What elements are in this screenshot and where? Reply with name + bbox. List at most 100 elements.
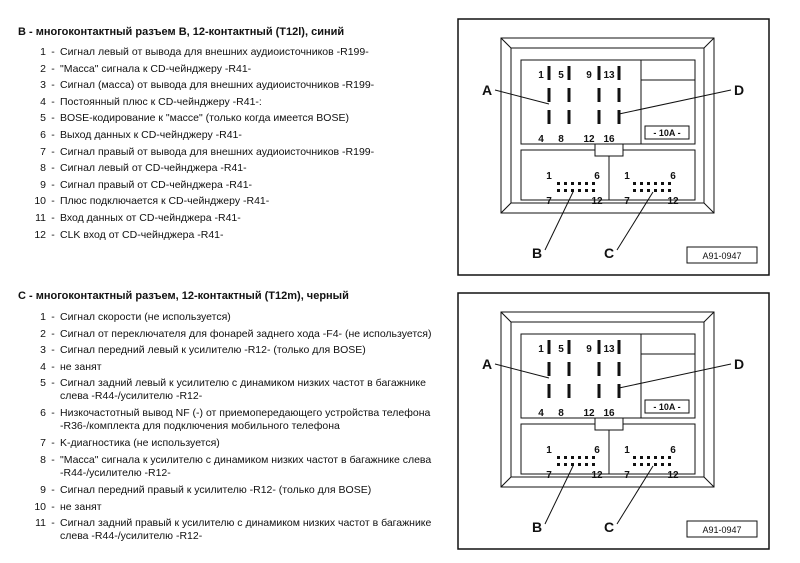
pin-slot: [567, 384, 571, 398]
pin-dash: -: [51, 327, 55, 340]
pin-number-bottom: 8: [558, 134, 564, 145]
fuse-box: [644, 399, 690, 414]
sub-pin-number: 6: [670, 445, 676, 456]
connector-inner-wall: [510, 47, 705, 204]
housing-corner-line: [703, 476, 715, 488]
pin-slot: [597, 362, 601, 376]
pin-slot: [617, 362, 621, 376]
pin-slot: [547, 340, 551, 354]
pin-dash: -: [51, 95, 55, 108]
pin-number-bottom: 16: [603, 134, 615, 145]
pin-item: 10-не занят: [0, 499, 431, 516]
pin-number: 11: [35, 517, 46, 530]
pin-number: 5: [40, 377, 46, 390]
pin-slot: [597, 66, 601, 80]
pin-dash: -: [51, 360, 55, 373]
pin-item: 3-Сигнал передний левый к усилителю -R12…: [0, 342, 431, 359]
pin-dash: -: [51, 311, 55, 323]
sub-pin: [633, 189, 636, 192]
pin-description: не занят: [60, 500, 102, 513]
pin-description: "Масса" сигнала к CD-чейнджеру -R41-: [60, 62, 252, 75]
pin-number: 11: [35, 211, 46, 224]
pin-dash: -: [51, 500, 55, 513]
section-c-pin-list: 1-Сигнал скорости (не используется) 2-Си…: [0, 309, 431, 545]
pin-item: 6-Низкочастотный вывод NF (-) от приемоп…: [0, 405, 431, 435]
sub-pin: [654, 456, 657, 459]
pin-number-bottom: 8: [558, 408, 564, 419]
pin-description: Сигнал левый от вывода для внешних аудио…: [60, 46, 369, 58]
pin-item: 2-"Масса" сигнала к CD-чейнджеру -R41-: [0, 61, 374, 78]
pin-slot: [617, 88, 621, 102]
fuse-label: - 10A -: [653, 402, 680, 412]
pin-number-top: 13: [603, 344, 615, 355]
figure-id-box: [686, 246, 758, 264]
figure-id-box: [686, 520, 758, 538]
pin-description: Сигнал передний правый к усилителю -R12-…: [60, 483, 372, 496]
leader-line-b: [544, 465, 574, 525]
pin-dash: -: [51, 112, 55, 125]
section-b-title: B - многоконтактный разъем B, 12-контакт…: [18, 26, 345, 38]
pin-item: 9-Сигнал передний правый к усилителю -R1…: [0, 482, 431, 499]
sub-pin: [585, 182, 588, 185]
sub-pin-number: 12: [591, 196, 603, 207]
pin-number-bottom: 16: [603, 408, 615, 419]
callout-label-c: C: [604, 245, 614, 261]
sub-pin-number: 12: [667, 196, 679, 207]
pin-number: 10: [34, 195, 46, 208]
sub-pin: [578, 463, 581, 466]
pin-slot: [567, 88, 571, 102]
sub-pin: [592, 182, 595, 185]
pin-number: 6: [40, 128, 46, 141]
sub-pin: [633, 182, 636, 185]
callout-label-b: B: [532, 245, 542, 261]
pin-description: Вход данных от CD-чейнджера -R41-: [60, 211, 241, 224]
sub-pin: [585, 463, 588, 466]
pin-number: 5: [40, 112, 46, 125]
leader-line-c: [616, 465, 654, 525]
sub-pin: [557, 182, 560, 185]
connector-inner-wall: [510, 321, 705, 478]
pin-item: 1-Сигнал левый от вывода для внешних ауд…: [0, 44, 374, 61]
sub-pin: [668, 189, 671, 192]
pin-slot: [547, 110, 551, 124]
sub-pin: [668, 463, 671, 466]
sub-pin-number: 7: [624, 470, 630, 481]
sub-pin: [564, 182, 567, 185]
sub-pin: [557, 463, 560, 466]
figure-id: A91-0947: [702, 525, 741, 535]
sub-pin-number: 1: [624, 171, 630, 182]
pin-item: 10-Плюс подключается к CD-чейнджеру -R41…: [0, 193, 374, 210]
pin-number-top: 5: [558, 344, 564, 355]
sub-pin: [557, 189, 560, 192]
pin-description: не занят: [60, 360, 102, 373]
latch-tab: [594, 143, 624, 157]
pin-description: Сигнал задний правый к усилителю с динам…: [60, 517, 432, 543]
sub-pin-number: 12: [667, 470, 679, 481]
pin-dash: -: [51, 128, 55, 141]
pin-dash: -: [51, 178, 55, 191]
leader-line-c: [616, 191, 654, 251]
pin-item: 11-Вход данных от CD-чейнджера -R41-: [0, 210, 374, 227]
connector-housing: [500, 37, 715, 214]
pin-dash: -: [51, 517, 55, 530]
pin-number: 4: [40, 95, 46, 108]
pin-description: "Масса" сигнала к усилителю с динамиком …: [60, 453, 432, 479]
sub-pin: [592, 189, 595, 192]
sub-pin: [571, 463, 574, 466]
fuse-label: - 10A -: [653, 128, 680, 138]
pin-slot: [617, 110, 621, 124]
leader-line-a: [494, 363, 550, 379]
pin-description: Низкочастотный вывод NF (-) от приемопер…: [60, 407, 431, 433]
pin-number-top: 13: [603, 70, 615, 81]
pin-number: 1: [40, 311, 46, 323]
sub-pin-number: 6: [670, 171, 676, 182]
pin-description: Сигнал правый от CD-чейнджера -R41-: [60, 178, 253, 191]
pin-number: 6: [40, 407, 46, 420]
pin-item: 1-Сигнал скорости (не используется): [0, 309, 431, 326]
pin-slot: [547, 384, 551, 398]
pin-dash: -: [51, 453, 55, 466]
pin-slot: [547, 88, 551, 102]
